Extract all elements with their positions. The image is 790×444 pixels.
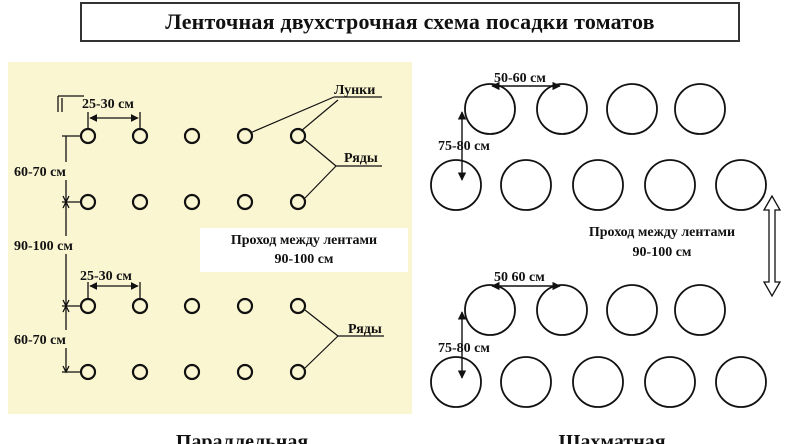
plant-circle bbox=[430, 356, 482, 408]
passage-double-arrow bbox=[762, 194, 782, 298]
passage-label-right: Проход между лентами bbox=[589, 225, 735, 240]
planting-hole bbox=[131, 193, 149, 211]
plant-circle bbox=[464, 83, 516, 135]
planting-hole bbox=[79, 127, 97, 145]
planting-hole bbox=[289, 297, 307, 315]
planting-hole bbox=[236, 297, 254, 315]
parallel-row-3 bbox=[79, 297, 307, 315]
plant-circle bbox=[500, 356, 552, 408]
planting-hole bbox=[236, 127, 254, 145]
plant-circle bbox=[572, 159, 624, 211]
parallel-row-1 bbox=[79, 127, 307, 145]
planting-hole bbox=[183, 127, 201, 145]
rows-label-top: Ряды bbox=[344, 151, 378, 166]
plant-circle bbox=[606, 284, 658, 336]
plant-circle bbox=[674, 284, 726, 336]
diagram-title: Ленточная двухстрочная схема посадки том… bbox=[165, 9, 655, 34]
planting-hole bbox=[289, 193, 307, 211]
row-gap-top-label: 60-70 см bbox=[14, 165, 66, 180]
stagger-row-gap-bottom-label: 75-80 см bbox=[438, 341, 490, 356]
plant-circle bbox=[674, 83, 726, 135]
holes-pointer bbox=[249, 96, 382, 134]
rows-pointer-top bbox=[304, 139, 382, 199]
plant-circle bbox=[430, 159, 482, 211]
plant-circle bbox=[715, 356, 767, 408]
stagger-distance-top-label: 50-60 см bbox=[494, 71, 546, 86]
in-row-distance-top-label: 25-30 см bbox=[82, 97, 134, 112]
passage-value-left: 90-100 см bbox=[275, 252, 334, 267]
staggered-row-2 bbox=[430, 159, 767, 211]
staggered-caption: Шахматная bbox=[558, 431, 665, 444]
passage-value-right: 90-100 см bbox=[633, 245, 692, 260]
plant-circle bbox=[715, 159, 767, 211]
title-box: Ленточная двухстрочная схема посадки том… bbox=[80, 2, 740, 42]
plant-circle bbox=[606, 83, 658, 135]
in-row-distance-top bbox=[57, 95, 141, 128]
plant-circle bbox=[500, 159, 552, 211]
parallel-caption: Параллельная bbox=[176, 431, 308, 444]
plant-circle bbox=[644, 356, 696, 408]
planting-hole bbox=[183, 363, 201, 381]
planting-hole bbox=[289, 127, 307, 145]
rows-pointer-bottom bbox=[304, 309, 384, 369]
parallel-row-4 bbox=[79, 363, 307, 381]
planting-hole bbox=[79, 297, 97, 315]
plant-circle bbox=[572, 356, 624, 408]
planting-hole bbox=[289, 363, 307, 381]
planting-hole bbox=[79, 193, 97, 211]
holes-label: Лунки bbox=[334, 83, 375, 98]
planting-hole bbox=[79, 363, 97, 381]
plant-circle bbox=[644, 159, 696, 211]
planting-hole bbox=[236, 193, 254, 211]
in-row-distance-bottom bbox=[87, 282, 141, 298]
staggered-row-3 bbox=[464, 284, 726, 336]
planting-hole bbox=[131, 127, 149, 145]
parallel-row-2 bbox=[79, 193, 307, 211]
rows-label-bottom: Ряды bbox=[348, 322, 382, 337]
plant-circle bbox=[536, 284, 588, 336]
planting-hole bbox=[236, 363, 254, 381]
staggered-row-1 bbox=[464, 83, 726, 135]
planting-hole bbox=[183, 193, 201, 211]
row-gap-bottom-label: 60-70 см bbox=[14, 333, 66, 348]
passage-box-left bbox=[200, 228, 408, 272]
planting-hole bbox=[183, 297, 201, 315]
planting-hole bbox=[131, 363, 149, 381]
in-row-distance-bottom-label: 25-30 см bbox=[80, 269, 132, 284]
planting-hole bbox=[131, 297, 149, 315]
band-gap-label: 90-100 см bbox=[14, 239, 73, 254]
plant-circle bbox=[536, 83, 588, 135]
stagger-row-gap-top-label: 75-80 см bbox=[438, 139, 490, 154]
passage-label-left: Проход между лентами bbox=[231, 233, 377, 248]
stagger-distance-bottom-label: 50 60 см bbox=[494, 270, 545, 285]
plant-circle bbox=[464, 284, 516, 336]
staggered-row-4 bbox=[430, 356, 767, 408]
